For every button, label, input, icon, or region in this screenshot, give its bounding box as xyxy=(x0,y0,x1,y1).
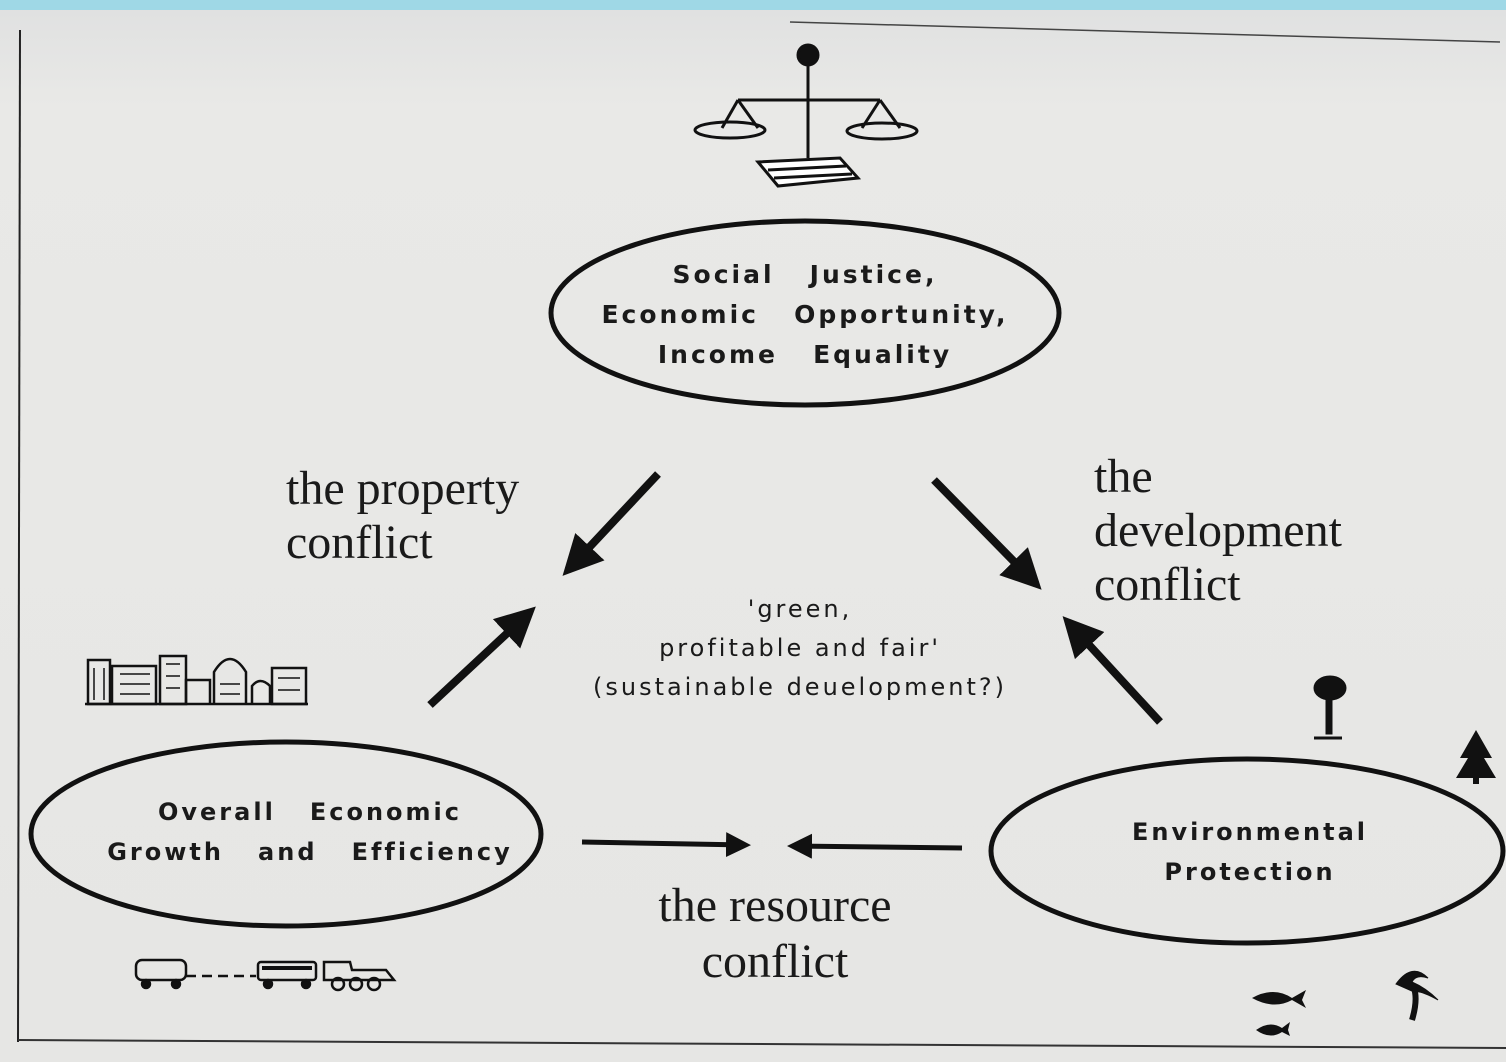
resource-arrow-left xyxy=(787,833,963,859)
train-icon xyxy=(134,958,397,992)
environment-line2: Protection xyxy=(1164,858,1336,886)
property-arrow-down xyxy=(562,471,661,576)
social-justice-ellipse xyxy=(548,218,1062,408)
economic-growth-line1: Overall Economic xyxy=(157,798,463,826)
resource-arrow-right xyxy=(581,832,751,858)
social-justice-line2: Economic Opportunity, xyxy=(601,300,1009,329)
social-justice-line1: Social Justice, xyxy=(672,260,938,289)
center-line1: 'green, xyxy=(747,595,853,623)
frame-left-line xyxy=(17,29,21,1043)
development-conflict-line1: the xyxy=(1094,450,1153,503)
center-text: 'green, profitable and fair' (sustainabl… xyxy=(530,590,1070,707)
environment-text: Environmental Protection xyxy=(1090,812,1410,892)
resource-conflict-line1: the resource xyxy=(658,879,892,932)
development-conflict-line2: development xyxy=(1094,504,1342,557)
social-justice-line3: Income Equality xyxy=(657,340,953,369)
economic-growth-ellipse xyxy=(28,739,544,929)
center-line2: profitable and fair' xyxy=(659,634,941,662)
property-conflict-label: the property conflict xyxy=(286,462,519,570)
center-line3: (sustainable deuelopment?) xyxy=(592,673,1007,701)
top-color-band xyxy=(0,0,1506,10)
pine-tree-icon xyxy=(1456,730,1496,784)
development-arrow-down xyxy=(931,477,1042,590)
frame-top-line xyxy=(789,21,1501,43)
development-conflict-line3: conflict xyxy=(1094,558,1241,611)
environment-line1: Environmental xyxy=(1131,818,1369,846)
city-buildings-icon xyxy=(85,654,308,706)
social-justice-text: Social Justice, Economic Opportunity, In… xyxy=(580,255,1030,375)
development-conflict-label: the development conflict xyxy=(1094,450,1342,612)
property-arrow-up xyxy=(427,606,536,708)
property-conflict-line2: conflict xyxy=(286,516,433,569)
resource-conflict-line2: conflict xyxy=(701,935,849,988)
frame-bottom-line xyxy=(17,1039,1506,1049)
scales-of-justice-icon xyxy=(693,43,919,188)
environment-ellipse xyxy=(988,756,1506,946)
development-arrow-up xyxy=(1062,616,1163,725)
palm-tree-icon xyxy=(1395,970,1439,1021)
resource-conflict-label: the resource conflict xyxy=(620,878,930,990)
economic-growth-line2: Growth and Efficiency xyxy=(107,838,513,866)
tree-icon xyxy=(1313,675,1347,740)
property-conflict-line1: the property xyxy=(286,462,520,515)
economic-growth-text: Overall Economic Growth and Efficiency xyxy=(90,792,530,872)
fish-icon xyxy=(1252,990,1306,1036)
